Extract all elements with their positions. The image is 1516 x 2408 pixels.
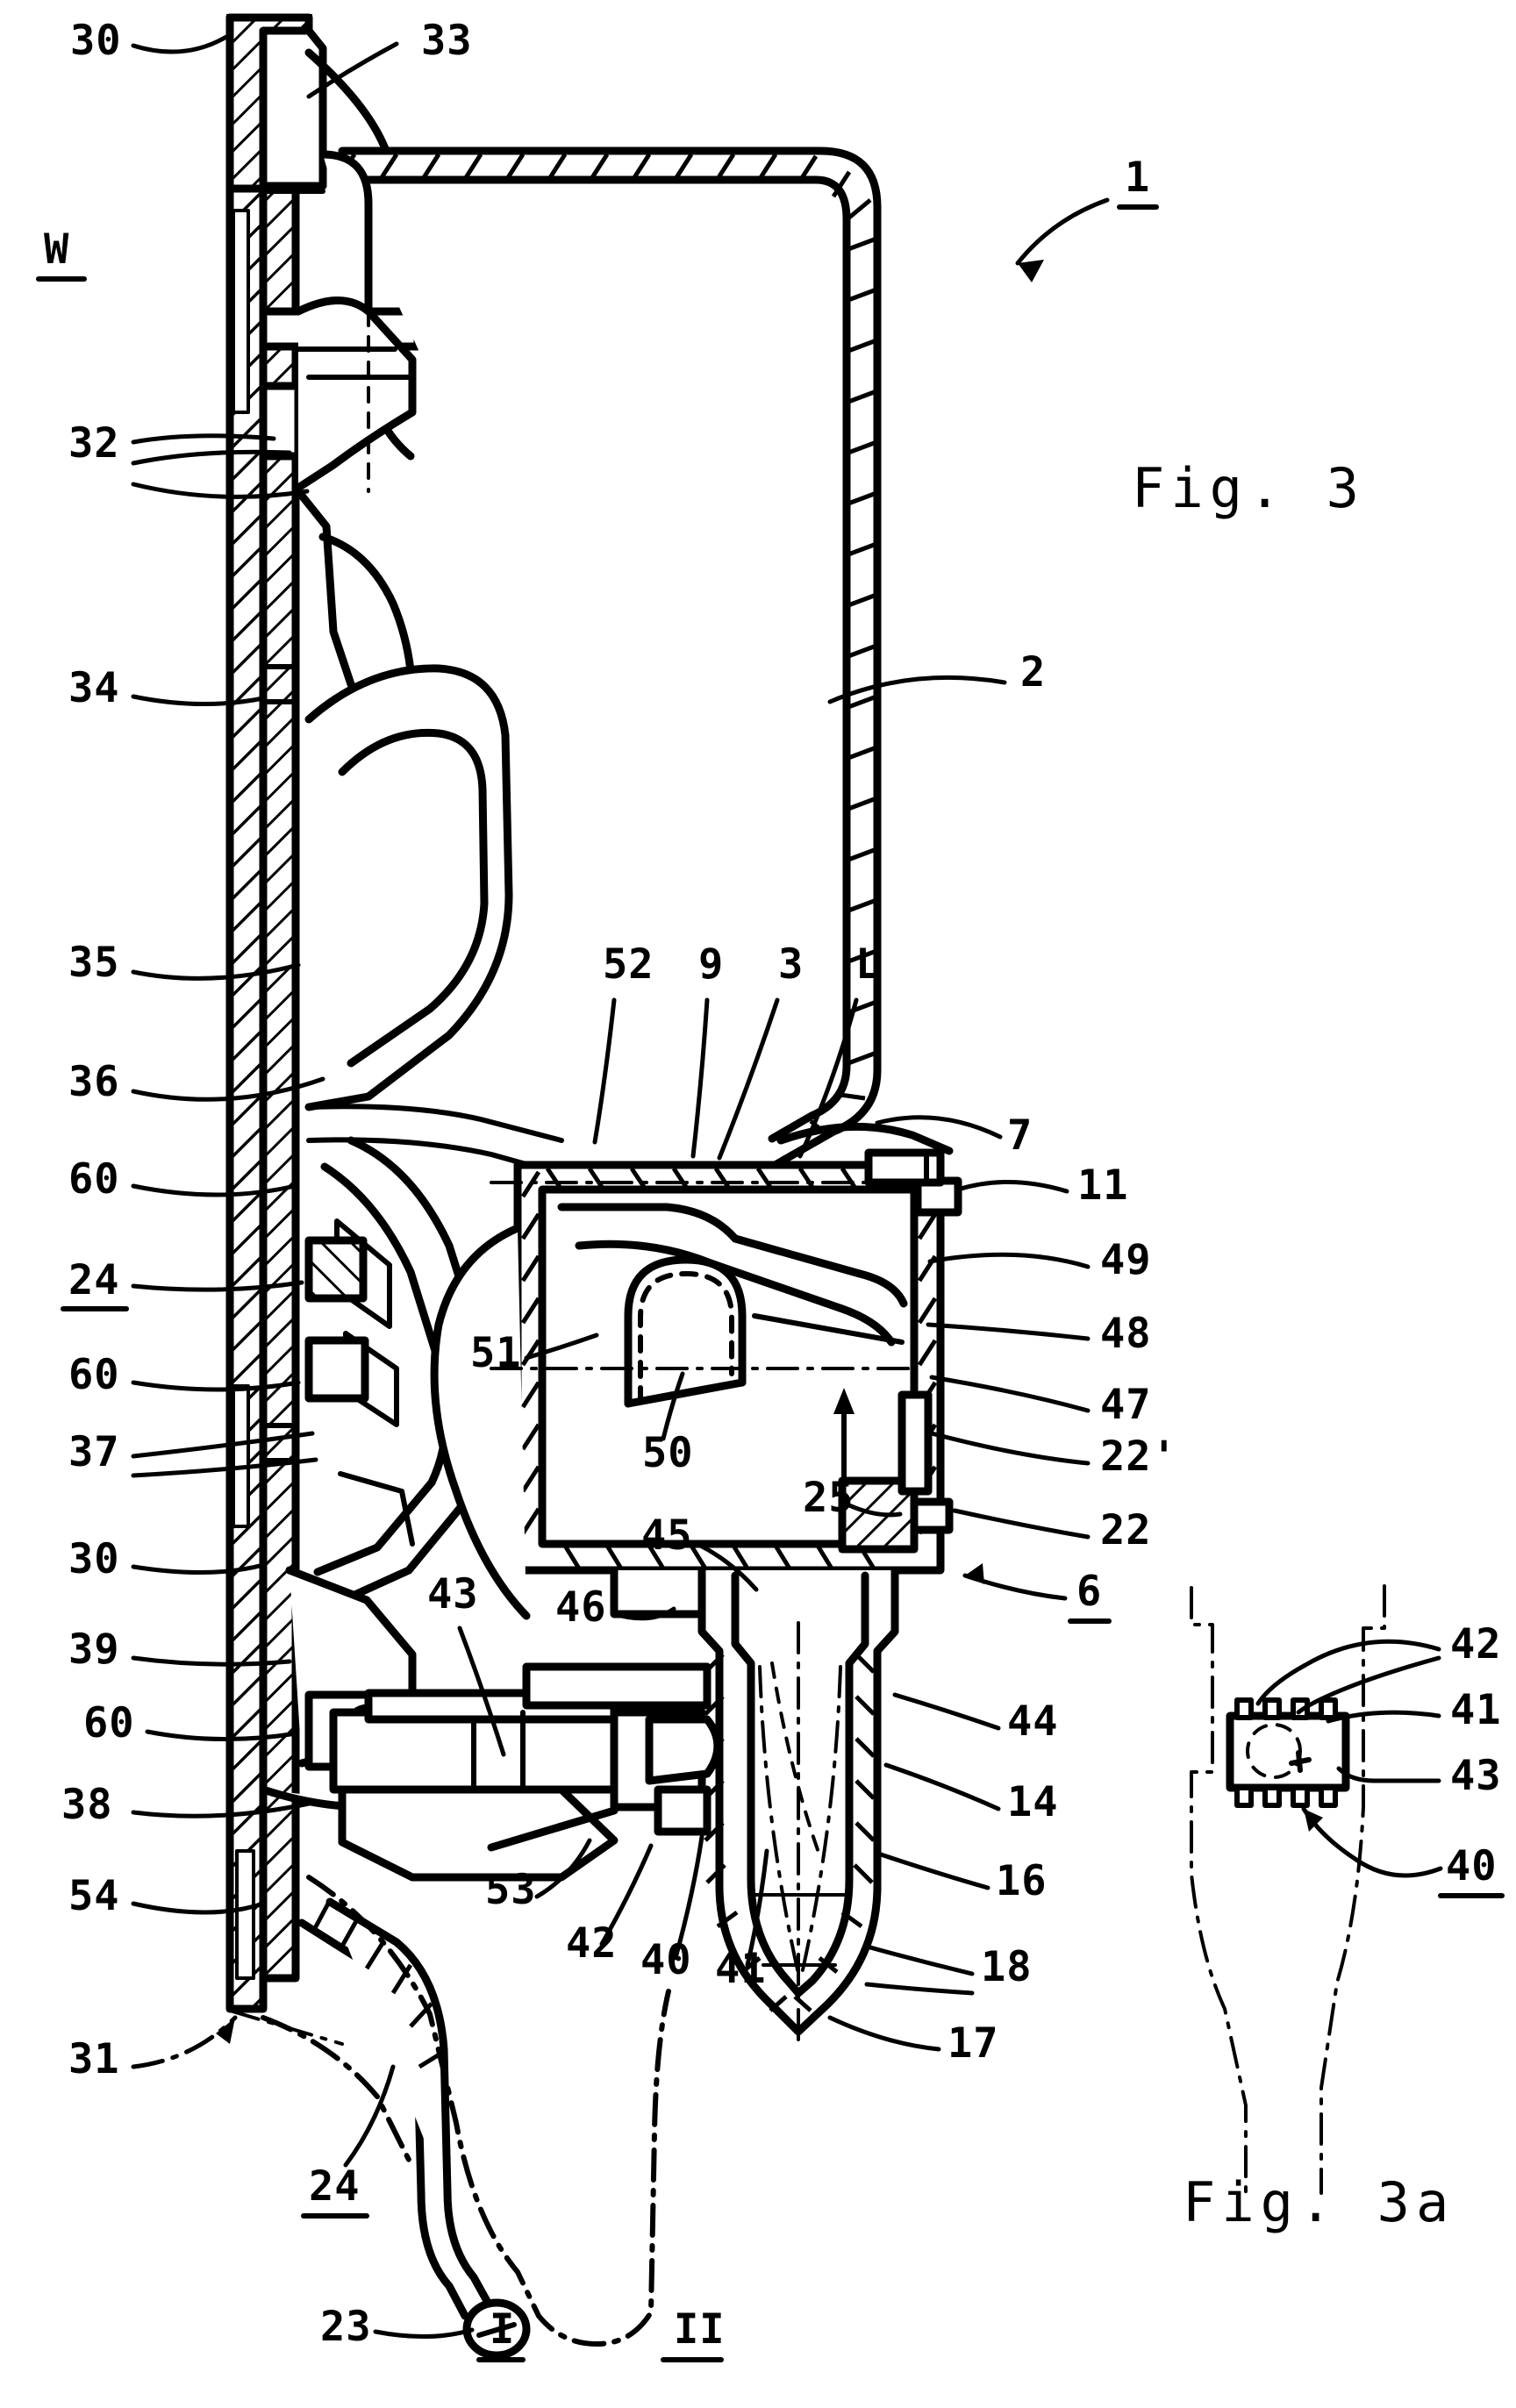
direction-marker-W: W xyxy=(36,225,87,282)
section-centerlines xyxy=(228,1181,914,2046)
ref-34: 34 xyxy=(68,664,120,712)
ref-16: 16 xyxy=(996,1857,1048,1905)
ref-51: 51 xyxy=(470,1329,522,1377)
ref-48: 48 xyxy=(1100,1310,1152,1358)
ref-49: 49 xyxy=(1100,1236,1152,1284)
ref-9: 9 xyxy=(698,940,724,989)
ref-6: 6 xyxy=(1076,1568,1102,1616)
ref-31: 31 xyxy=(68,2035,120,2083)
ref-24-left: 24 xyxy=(68,1256,120,1304)
ref-14: 14 xyxy=(1007,1778,1059,1826)
figure-3-assembly xyxy=(131,13,1110,2360)
figure-3-caption: Fig. 3 xyxy=(1132,456,1365,520)
ref-2: 2 xyxy=(1020,648,1046,697)
ref-33: 33 xyxy=(421,17,473,65)
assembly-callout-1: 1 xyxy=(1117,154,1159,210)
ref-30-mid: 30 xyxy=(68,1535,120,1583)
ref-18: 18 xyxy=(981,1943,1033,1991)
ref-52: 52 xyxy=(603,940,654,989)
direction-marker-label: W xyxy=(44,225,69,274)
ref-L: L xyxy=(855,940,881,989)
ref-53: 53 xyxy=(485,1866,537,1914)
assembly-callout-label: 1 xyxy=(1125,154,1150,202)
figure-3a-detail xyxy=(1190,1584,1443,2195)
ref-41-main: 41 xyxy=(715,1945,767,1993)
ref-7: 7 xyxy=(1007,1111,1033,1160)
ref-42-main: 42 xyxy=(566,1919,618,1968)
ref-35: 35 xyxy=(68,939,120,987)
text-layer: W 1 Fig. 3 Fig. 3a 30 32 34 35 36 60 24 … xyxy=(36,17,1505,2362)
ref-43-main: 43 xyxy=(427,1570,479,1618)
ref-44: 44 xyxy=(1007,1697,1059,1746)
ref-40-main: 40 xyxy=(640,1936,692,1984)
ref-32: 32 xyxy=(68,419,120,468)
assembly-callout-arrow xyxy=(1015,197,1110,282)
reference-numerals-left: 30 32 34 35 36 60 24 60 37 30 39 60 38 5… xyxy=(61,17,135,2083)
section-marker-II: II xyxy=(674,2305,726,2354)
ref-25: 25 xyxy=(803,1474,855,1522)
ref-11: 11 xyxy=(1077,1161,1129,1210)
teeth-bottom xyxy=(1234,1785,1338,1808)
ref-22-prime: 22' xyxy=(1100,1433,1177,1481)
ref-41-detail: 41 xyxy=(1450,1686,1502,1734)
ref-37: 37 xyxy=(68,1428,120,1476)
reference-numerals-center: 52 9 3 L 2 51 50 25 45 46 43 53 42 40 41… xyxy=(301,648,1046,2351)
upper-shroud-33 xyxy=(294,48,417,724)
ref-38: 38 xyxy=(61,1781,113,1829)
ref-17: 17 xyxy=(948,2019,999,2068)
section-marker-I: I xyxy=(490,2305,515,2354)
lower-connector-40 xyxy=(329,1662,722,1882)
ref-3: 3 xyxy=(778,940,804,989)
ref-54: 54 xyxy=(68,1872,120,1920)
ref-60-a: 60 xyxy=(68,1155,120,1204)
reference-numerals-fig3a: 42 41 43 40 xyxy=(1438,1620,1505,1898)
section-markers: I II xyxy=(476,2305,726,2362)
ref-30-top: 30 xyxy=(70,17,122,65)
ref-47: 47 xyxy=(1100,1381,1152,1429)
figure-3a-caption: Fig. 3a xyxy=(1183,2170,1455,2234)
ref-60-c: 60 xyxy=(83,1699,135,1747)
tank-body-2 xyxy=(336,146,882,1171)
ref-36: 36 xyxy=(68,1058,120,1106)
ref-45: 45 xyxy=(641,1511,693,1560)
flow-arrow-up xyxy=(833,1388,855,1494)
ref-22: 22 xyxy=(1100,1506,1152,1554)
leader-lines-fig3 xyxy=(131,34,1091,2340)
ref-43-detail: 43 xyxy=(1450,1752,1502,1800)
ref-39: 39 xyxy=(68,1626,120,1674)
ref-42-detail: 42 xyxy=(1450,1620,1502,1668)
reference-numerals-right: 7 11 49 48 47 22' 22 6 44 14 16 18 17 xyxy=(948,1111,1177,2068)
phantom-arm-II xyxy=(261,1875,671,2347)
ref-60-b: 60 xyxy=(68,1351,120,1399)
ref-40-detail: 40 xyxy=(1446,1842,1498,1890)
diaphragm-34-35-36 xyxy=(304,664,569,1178)
ref-46: 46 xyxy=(555,1583,607,1632)
ref-50: 50 xyxy=(642,1429,694,1477)
ref-24-bottom: 24 xyxy=(309,2162,361,2211)
ref-23: 23 xyxy=(320,2303,372,2351)
